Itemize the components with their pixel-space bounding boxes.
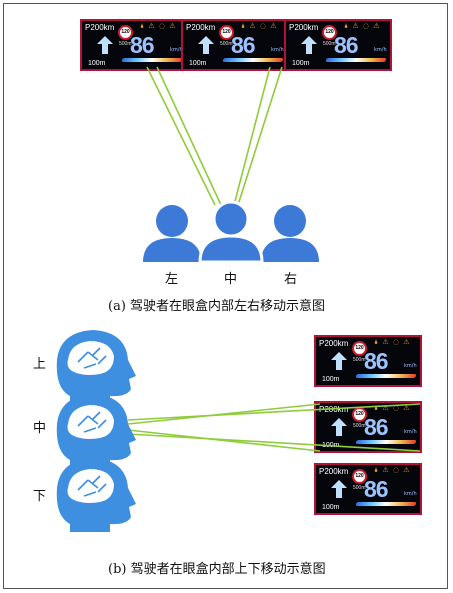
hud-speed-unit: km/h <box>170 47 183 53</box>
alert-icons: 🌢 ⚠ ◌ ⚠ <box>374 466 411 474</box>
person-left-icon <box>143 205 201 262</box>
hud-speed: 86 <box>364 414 389 440</box>
hud-bottom-distance: 100m <box>189 60 207 67</box>
hud-speed-unit: km/h <box>404 491 417 497</box>
label-down: 下 <box>33 489 47 504</box>
head-lower-icon <box>56 458 136 532</box>
speed-limit-sign: 120 <box>322 25 337 40</box>
label-middle: 中 <box>33 421 47 436</box>
navigation-arrow-icon <box>97 36 113 54</box>
speed-limit-sign: 120 <box>118 25 133 40</box>
alert-icons: 🌢 ⚠ ◌ ⚠ <box>344 22 381 30</box>
hud-speed: 86 <box>364 476 389 502</box>
navigation-arrow-icon <box>331 418 347 436</box>
alert-icons: 🌢 ⚠ ◌ ⚠ <box>140 22 177 30</box>
hud-speed-unit: km/h <box>271 47 284 53</box>
navigation-arrow-icon <box>331 480 347 498</box>
hud-distance: P200km <box>319 467 349 476</box>
hud-small-distance: 500m <box>353 423 366 429</box>
hud-display-left: P200km 120 🌢 ⚠ ◌ ⚠ 500m 86 km/h 100m <box>80 19 188 71</box>
hud-speed-unit: km/h <box>404 429 417 435</box>
person-center-icon <box>198 200 264 264</box>
hud-speed-unit: km/h <box>374 47 387 53</box>
label-right: 右 <box>284 272 298 287</box>
hud-display-upper: P200km 120 🌢 ⚠ ◌ ⚠ 500m 86 km/h 100m <box>314 335 422 387</box>
navigation-arrow-icon <box>198 36 214 54</box>
hud-distance: P200km <box>186 23 216 32</box>
person-right-icon <box>261 205 319 262</box>
hud-small-distance: 500m <box>220 41 233 47</box>
hud-small-distance: 500m <box>119 41 132 47</box>
hud-bottom-distance: 100m <box>292 60 310 67</box>
alert-icons: 🌢 ⚠ ◌ ⚠ <box>374 404 411 412</box>
head-middle-icon <box>56 394 136 468</box>
hud-distance: P200km <box>289 23 319 32</box>
label-up: 上 <box>33 357 47 372</box>
speed-limit-sign: 120 <box>352 341 367 356</box>
hud-display-right: P200km 120 🌢 ⚠ ◌ ⚠ 500m 86 km/h 100m <box>284 19 392 71</box>
hud-speed: 86 <box>364 348 389 374</box>
label-left: 左 <box>165 272 179 287</box>
sight-lines-bottom <box>127 403 421 452</box>
head-upper-icon <box>56 330 136 404</box>
hud-distance: P200km <box>85 23 115 32</box>
figure-frame <box>3 3 448 589</box>
hud-small-distance: 500m <box>323 41 336 47</box>
hud-speed: 86 <box>231 32 256 58</box>
hud-bottom-distance: 100m <box>322 504 340 511</box>
hud-small-distance: 500m <box>353 357 366 363</box>
hud-speed: 86 <box>334 32 359 58</box>
hud-bottom-distance: 100m <box>322 376 340 383</box>
navigation-arrow-icon <box>331 352 347 370</box>
navigation-arrow-icon <box>301 36 317 54</box>
hud-display-lower: P200km 120 🌢 ⚠ ◌ ⚠ 500m 86 km/h 100m <box>314 463 422 515</box>
hud-bottom-distance: 100m <box>88 60 106 67</box>
hud-speed-unit: km/h <box>404 363 417 369</box>
speed-limit-sign: 120 <box>219 25 234 40</box>
alert-icons: 🌢 ⚠ ◌ ⚠ <box>374 338 411 346</box>
hud-speed: 86 <box>130 32 155 58</box>
hud-small-distance: 500m <box>353 485 366 491</box>
sight-lines-top <box>146 66 283 206</box>
caption-b: (b) 驾驶者在眼盒内部上下移动示意图 <box>108 562 326 577</box>
alert-icons: 🌢 ⚠ ◌ ⚠ <box>241 22 278 30</box>
label-center: 中 <box>224 272 238 287</box>
hud-display-center: P200km 120 🌢 ⚠ ◌ ⚠ 500m 86 km/h 100m <box>181 19 289 71</box>
speed-limit-sign: 120 <box>352 469 367 484</box>
caption-a: (a) 驾驶者在眼盒内部左右移动示意图 <box>108 299 326 314</box>
hud-distance: P200km <box>319 339 349 348</box>
